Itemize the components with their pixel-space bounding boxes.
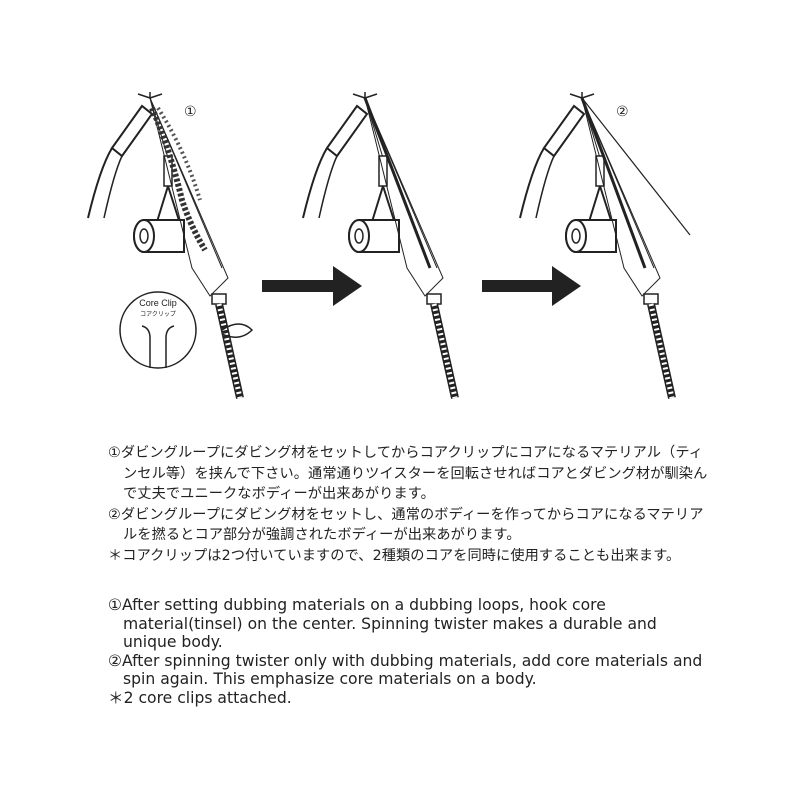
en-step-1: ①After setting dubbing materials on a du… — [108, 596, 657, 651]
core-clip-inset: Core Clip コアクリップ — [119, 291, 197, 369]
panel-1-marker: ① — [184, 104, 197, 120]
panel-3-marker: ② — [616, 104, 629, 120]
en-note: ＊2 core clips attached. — [108, 688, 292, 707]
jp-note: ＊コアクリップは2つ付いていますので、2種類のコアを同時に使用することも出来ます… — [108, 547, 681, 564]
en-step-2: ②After spinning twister only with dubbin… — [108, 651, 703, 689]
panel-2 — [303, 92, 455, 398]
instruction-figure: Core Clip コアクリップ ① ② — [0, 0, 691, 420]
japanese-instructions: ①ダビングループにダビング材をセットしてからコアクリップにコアになるマテリアル（… — [108, 443, 708, 566]
jp-step-2: ②ダビングループにダビング材をセットし、通常のボディーを作ってからコアになるマテ… — [108, 506, 704, 544]
panel-3: ② — [520, 92, 691, 398]
right-arrow-icon — [262, 266, 362, 306]
core-clip-label-jp: コアクリップ — [140, 311, 176, 318]
rotation-arrow-icon — [221, 323, 254, 338]
jp-step-1: ①ダビングループにダビング材をセットしてからコアクリップにコアになるマテリアル（… — [108, 445, 708, 502]
english-instructions: ①After setting dubbing materials on a du… — [108, 596, 708, 707]
core-clip-label: Core Clip — [139, 298, 177, 308]
panel-1: Core Clip コアクリップ ① — [88, 92, 254, 398]
right-arrow-icon — [482, 266, 581, 306]
